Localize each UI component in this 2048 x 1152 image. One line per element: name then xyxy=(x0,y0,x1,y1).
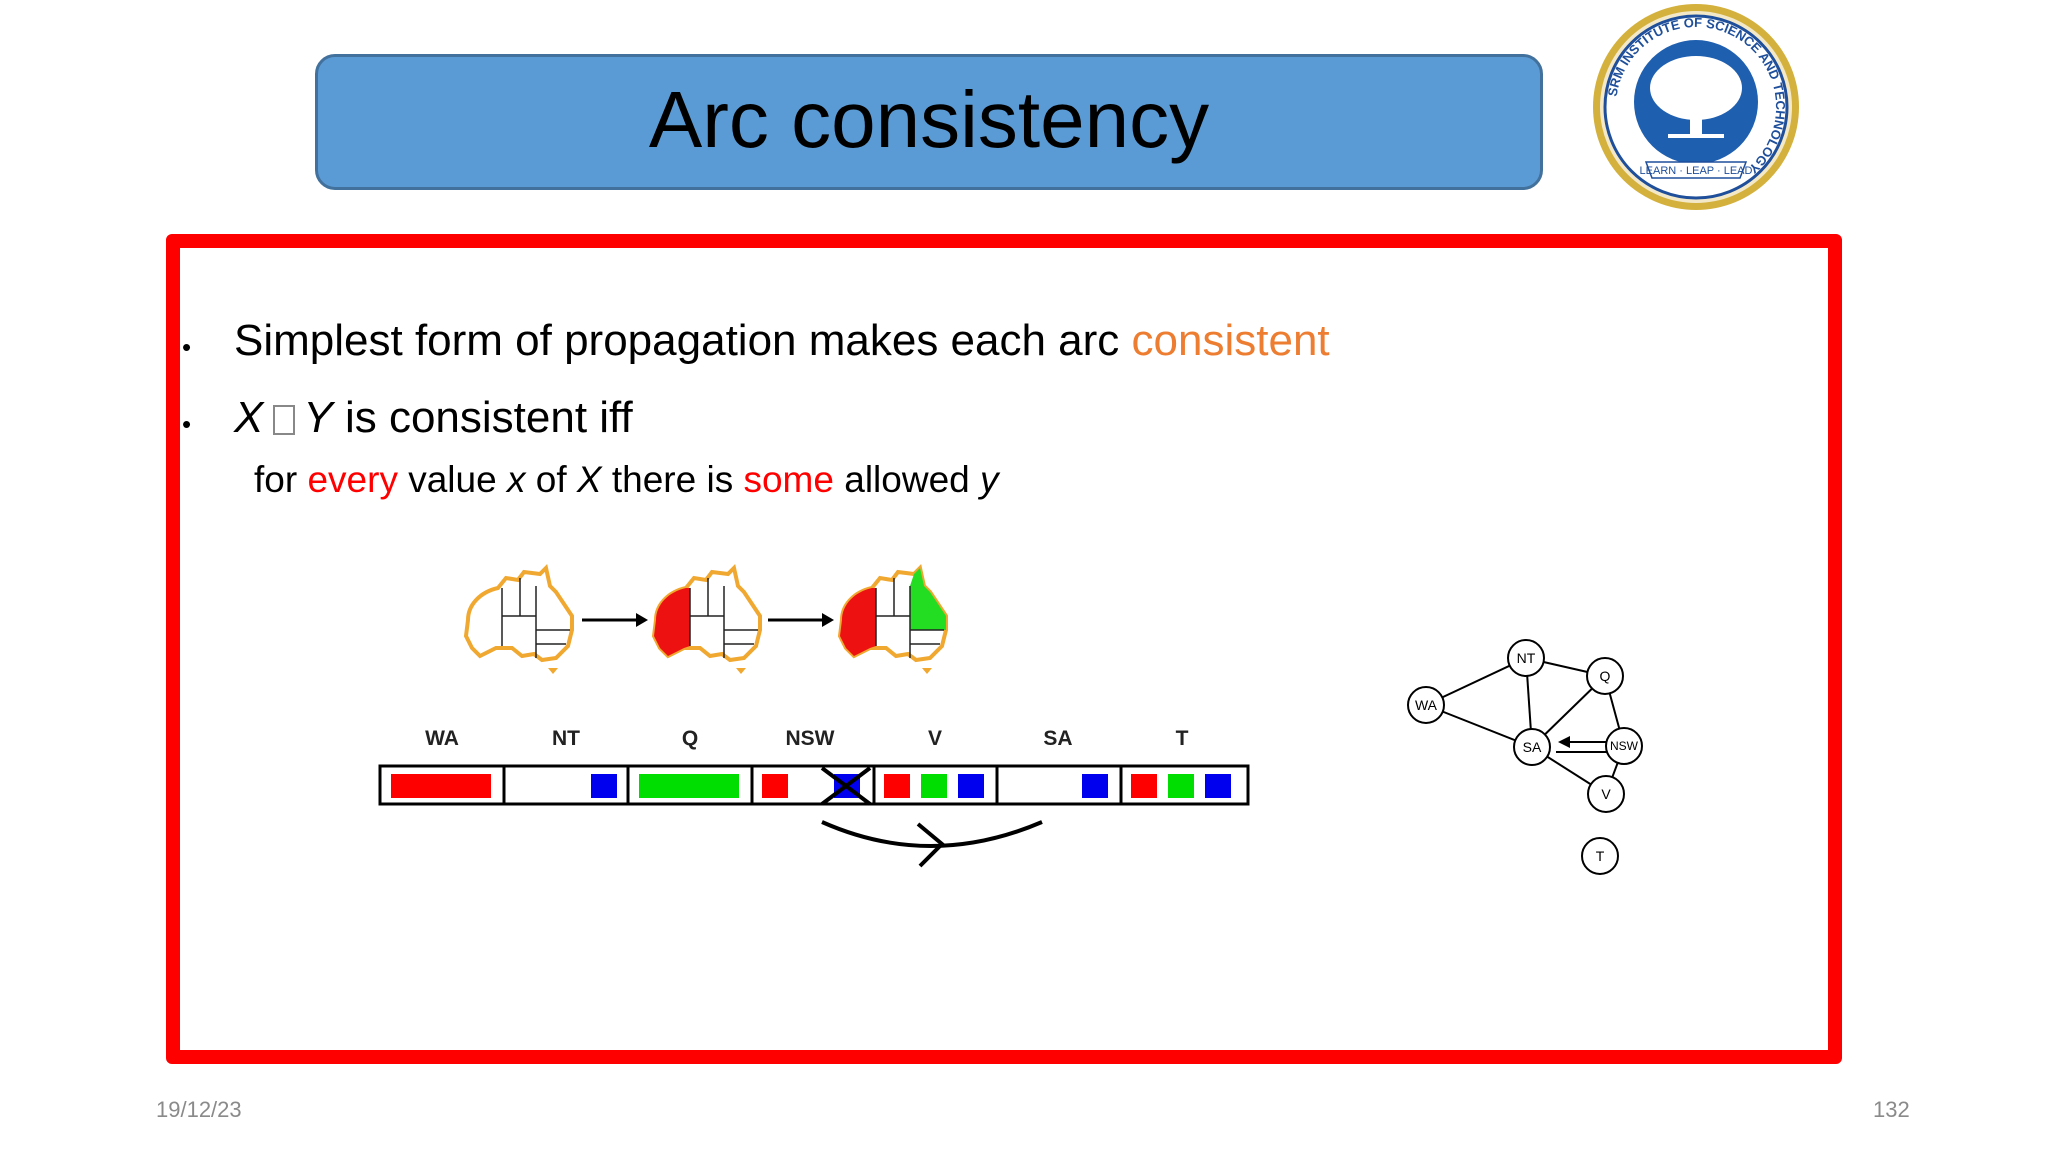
institution-logo: SRM INSTITUTE OF SCIENCE AND TECHNOLOGY … xyxy=(1593,4,1799,210)
australia-map-sequence xyxy=(464,566,948,674)
column-header-q: Q xyxy=(682,727,698,750)
graph-label-nt: NT xyxy=(1517,650,1536,666)
constraint-graph: NT Q WA SA NSW V T xyxy=(1407,639,1643,875)
column-header-t: T xyxy=(1176,727,1189,750)
graph-node-t xyxy=(1581,837,1619,875)
domain-cell-wa-red xyxy=(391,774,491,798)
domain-cell-nsw-blue-removed xyxy=(820,766,872,806)
graph-label-wa: WA xyxy=(1415,697,1438,713)
bullet-text-main: Simplest form of propagation makes each … xyxy=(234,316,1132,365)
var-X: X xyxy=(576,459,602,500)
tree-icon xyxy=(1650,56,1742,138)
var-x: x xyxy=(506,459,526,500)
graph-label-t: T xyxy=(1596,848,1605,864)
accent-word-every: every xyxy=(307,459,398,500)
graph-label-q: Q xyxy=(1600,668,1611,684)
map-step-2 xyxy=(652,566,762,674)
graph-label-v: V xyxy=(1601,786,1611,802)
var-y: y xyxy=(980,459,999,500)
domain-cell-sa-blue xyxy=(1082,774,1108,798)
domain-cell-nsw-red xyxy=(762,774,788,798)
domain-cell-t-blue xyxy=(1205,774,1231,798)
missing-glyph-box xyxy=(273,405,296,435)
column-header-nsw: NSW xyxy=(786,727,835,750)
domain-cell-v-green xyxy=(921,774,947,798)
domain-cell-v-red xyxy=(884,774,910,798)
var-Y: Y xyxy=(303,393,333,442)
footer-date: 19/12/23 xyxy=(156,1097,242,1122)
bullet-rest: is consistent iff xyxy=(332,393,633,442)
bullet-marker: • xyxy=(182,332,192,362)
arrow-icon xyxy=(582,613,648,627)
map-step-3 xyxy=(838,566,948,674)
arrowhead-icon xyxy=(1558,736,1570,748)
graph-node-wa xyxy=(1407,686,1445,724)
accent-word-consistent: consistent xyxy=(1131,316,1330,365)
column-header-v: V xyxy=(928,727,942,750)
sub-text: there is xyxy=(601,459,744,500)
domain-cell-t-red xyxy=(1131,774,1157,798)
graph-label-sa: SA xyxy=(1523,739,1542,755)
sub-text: allowed xyxy=(833,459,980,500)
arrow-icon xyxy=(768,613,834,627)
bullet-text: Simplest form of propagation makes each … xyxy=(234,316,1330,366)
column-header-wa: WA xyxy=(425,727,459,750)
domain-cell-nt-blue xyxy=(591,774,617,798)
domain-cell-q-green xyxy=(639,774,739,798)
sub-text: of xyxy=(525,459,577,500)
domain-cell-v-blue xyxy=(958,774,984,798)
graph-node-sa xyxy=(1513,728,1551,766)
accent-word-some: some xyxy=(743,459,834,500)
graph-node-nsw xyxy=(1605,727,1643,765)
slide-title: Arc consistency xyxy=(648,75,1210,164)
page-number: 132 xyxy=(1873,1097,1910,1122)
sub-bullet-text: for every value x of X there is some all… xyxy=(254,459,999,501)
bullet-marker: • xyxy=(182,409,192,439)
title-banner: Arc consistency xyxy=(315,54,1543,190)
curved-arc-arrow-icon xyxy=(821,820,1043,868)
sub-text: for xyxy=(254,459,308,500)
logo-motto: LEARN · LEAP · LEAD xyxy=(1640,165,1753,177)
graph-label-nsw: NSW xyxy=(1610,739,1639,753)
column-header-sa: SA xyxy=(1043,727,1072,750)
graph-node-q xyxy=(1586,657,1624,695)
map-step-1 xyxy=(464,566,574,674)
domain-cell-t-green xyxy=(1168,774,1194,798)
column-header-nt: NT xyxy=(552,727,580,750)
graph-node-v xyxy=(1587,775,1625,813)
sub-text: value xyxy=(397,459,507,500)
domain-table: WA NT Q NSW V SA T xyxy=(378,727,1250,868)
graph-node-nt xyxy=(1507,639,1545,677)
var-X: X xyxy=(234,393,264,442)
content-frame xyxy=(166,234,1842,1064)
